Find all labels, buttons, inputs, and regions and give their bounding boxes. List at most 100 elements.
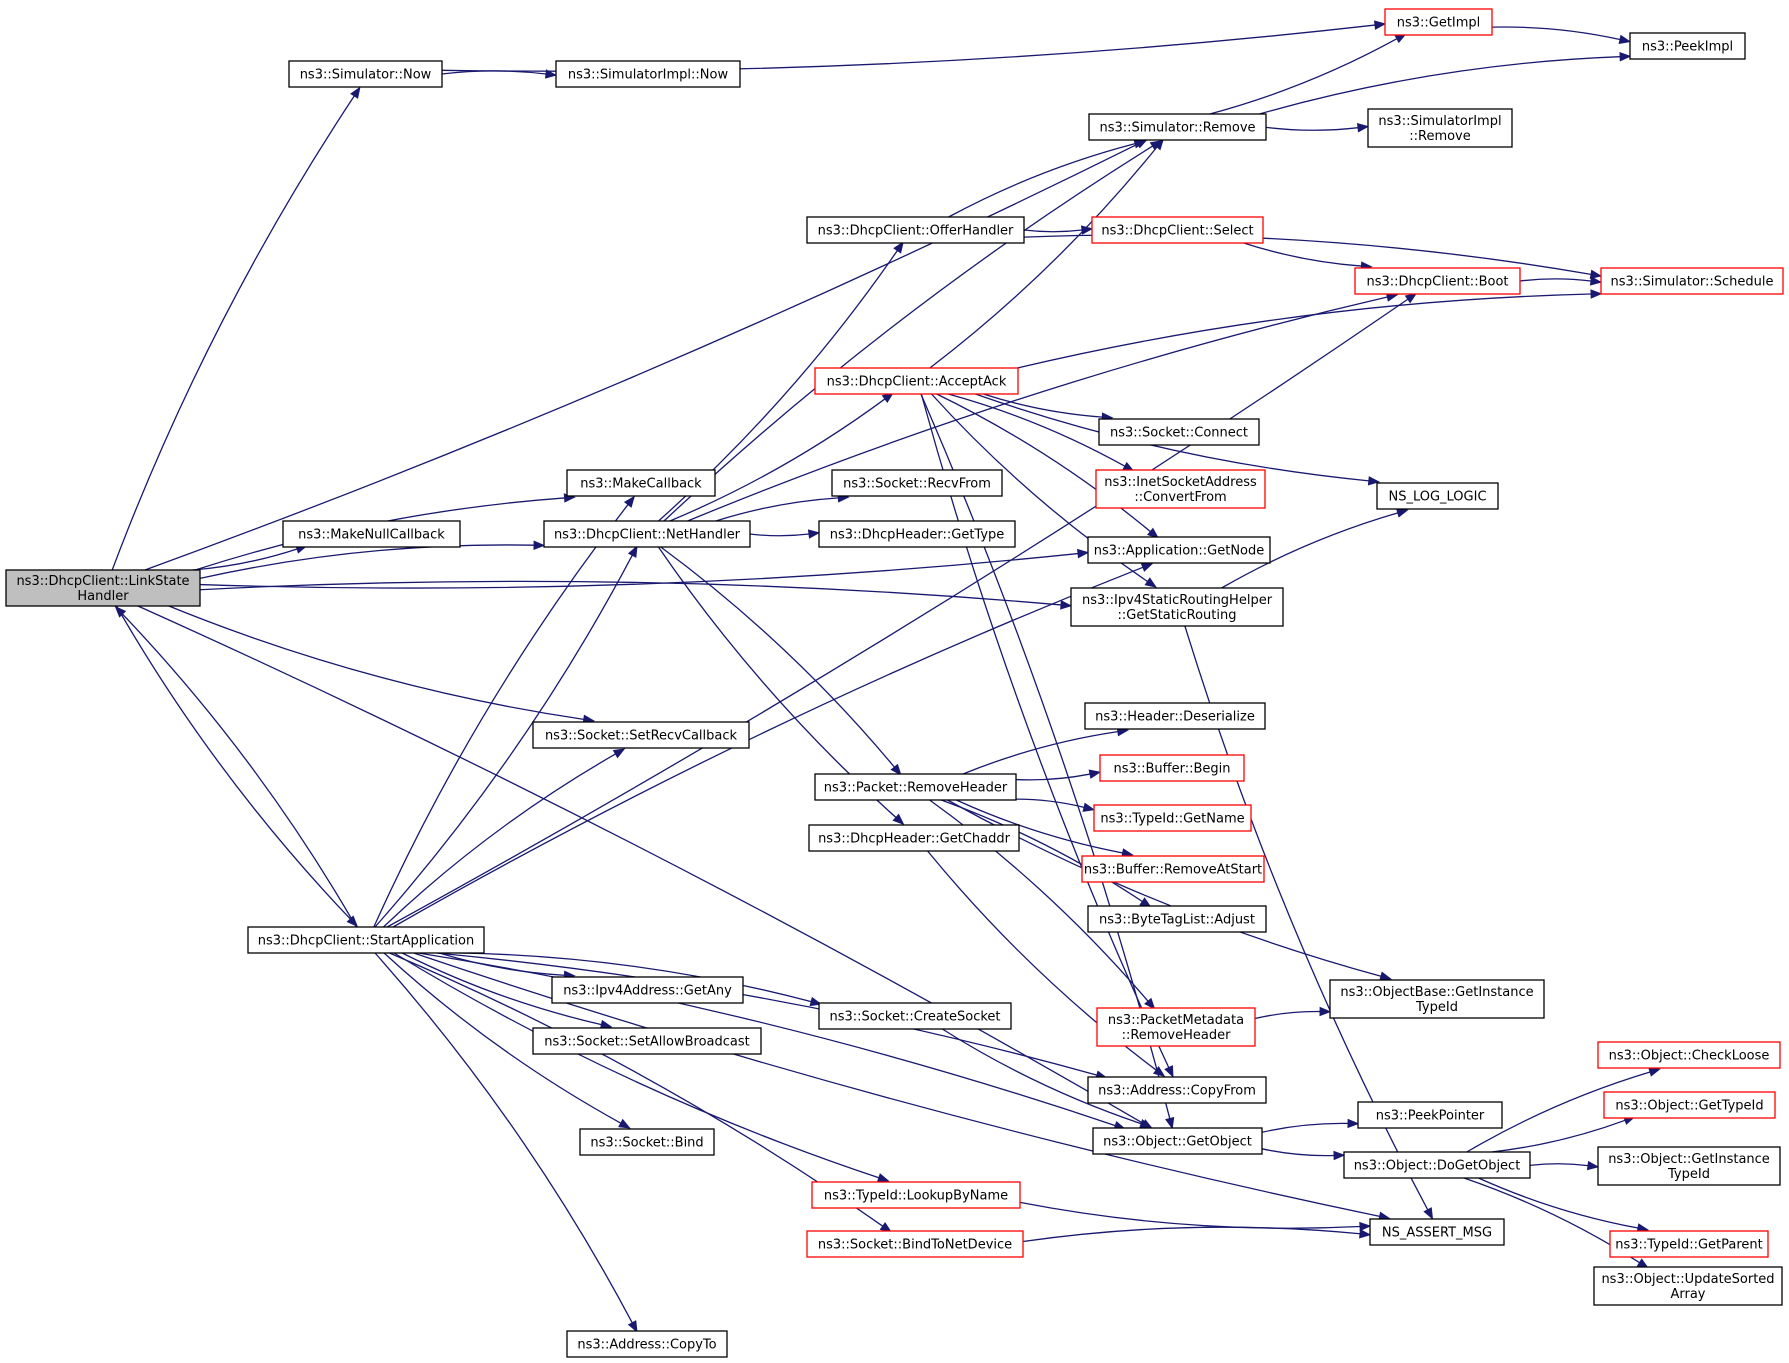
edge-line [715,497,839,522]
node-box [1096,1007,1256,1047]
node-label: ns3::DhcpClient::LinkState [16,574,189,589]
node-makecb[interactable]: ns3::MakeCallback [566,469,716,497]
edge-arrowhead [533,540,546,550]
node-copyfrom[interactable]: ns3::Address::CopyFrom [1087,1076,1267,1104]
edge-line [393,952,880,1179]
edge-nethandler-to-boot [687,292,1399,522]
node-adjust[interactable]: ns3::ByteTagList::Adjust [1087,905,1267,933]
edge-startapp-to-lookup [393,952,890,1183]
node-inetconv[interactable]: ns3::InetSocketAddress::ConvertFrom [1095,469,1266,509]
node-deser[interactable]: ns3::Header::Deserialize [1084,702,1266,730]
node-label: ns3::DhcpClient::NetHandler [554,528,741,543]
node-bindnet[interactable]: ns3::Socket::BindToNetDevice [806,1230,1024,1258]
node-connect[interactable]: ns3::Socket::Connect [1098,418,1260,446]
node-copyto[interactable]: ns3::Address::CopyTo [566,1330,728,1358]
node-getobject[interactable]: ns3::Object::GetObject [1092,1127,1263,1155]
node-lookup[interactable]: ns3::TypeId::LookupByName [811,1181,1021,1209]
node-box [5,569,201,607]
node-getstatic[interactable]: ns3::Ipv4StaticRoutingHelper::GetStaticR… [1070,587,1284,627]
node-nslog[interactable]: NS_LOG_LOGIC [1376,482,1499,510]
edge-line [199,580,1062,606]
node-objgettypeid[interactable]: ns3::Object::GetTypeId [1603,1091,1776,1119]
node-createsocket[interactable]: ns3::Socket::CreateSocket [818,1002,1012,1030]
node-pmremove[interactable]: ns3::PacketMetadata::RemoveHeader [1096,1007,1256,1047]
node-label: ns3::Object::CheckLoose [1609,1049,1770,1064]
node-accept[interactable]: ns3::DhcpClient::AcceptAck [814,367,1019,395]
node-checkloose[interactable]: ns3::Object::CheckLoose [1597,1041,1781,1069]
node-removeheader[interactable]: ns3::Packet::RemoveHeader [814,773,1017,801]
node-peekimpl[interactable]: ns3::PeekImpl [1629,32,1746,60]
edge-arrowhead [1590,289,1603,299]
edge-nethandler-to-recvfrom [715,493,850,522]
edge-linkstate-to-nethandler [199,540,546,580]
node-box [551,976,744,1004]
node-setrecv[interactable]: ns3::Socket::SetRecvCallback [532,721,750,749]
node-label: ns3::Socket::BindToNetDevice [818,1238,1012,1253]
edge-simremove-to-peekimpl [1259,51,1632,115]
node-setallow[interactable]: ns3::Socket::SetAllowBroadcast [532,1027,762,1055]
edge-line [192,548,298,571]
node-box [1597,1146,1781,1186]
node-label: ns3::Socket::SetRecvCallback [545,729,738,744]
node-box [811,1181,1021,1209]
node-box [566,469,716,497]
edge-line [1261,1122,1349,1133]
edge-arrowhead [1367,476,1381,486]
edge-accept-to-schedule [1017,289,1603,369]
node-typeidname[interactable]: ns3::TypeId::GetName [1093,804,1252,832]
node-box [282,520,461,548]
node-simimplremove[interactable]: ns3::SimulatorImpl::Remove [1367,108,1513,148]
node-box [1600,267,1784,295]
edge-line [1015,773,1091,781]
node-dogetobject[interactable]: ns3::Object::DoGetObject [1343,1151,1531,1179]
node-simremove[interactable]: ns3::Simulator::Remove [1088,113,1267,141]
edge-boot-to-schedule [1519,276,1603,286]
edge-arrowhead [1589,276,1603,286]
edge-getimpl-to-peekimpl [1491,26,1632,45]
node-getchaddr[interactable]: ns3::DhcpHeader::GetChaddr [808,824,1020,852]
node-box [831,469,1003,497]
node-getparent[interactable]: ns3::TypeId::GetParent [1609,1230,1769,1258]
edge-select-to-boot [1243,242,1373,271]
node-recvfrom[interactable]: ns3::Socket::RecvFrom [831,469,1003,497]
edge-removeheader-to-deser [962,727,1130,775]
node-label: NS_ASSERT_MSG [1382,1226,1492,1241]
node-boot[interactable]: ns3::DhcpClient::Boot [1354,267,1521,295]
node-bufbegin[interactable]: ns3::Buffer::Begin [1099,754,1245,782]
edge-line [749,533,810,537]
node-startapp[interactable]: ns3::DhcpClient::StartApplication [247,926,485,954]
node-box [814,367,1019,395]
node-select[interactable]: ns3::DhcpClient::Select [1091,216,1264,244]
node-box [1357,1101,1503,1129]
node-box [555,60,741,88]
node-bufremove[interactable]: ns3::Buffer::RemoveAtStart [1081,855,1265,883]
edge-line [929,799,1149,1002]
edge-arrowhead [114,605,127,618]
node-makenull[interactable]: ns3::MakeNullCallback [282,520,461,548]
node-gettype[interactable]: ns3::DhcpHeader::GetType [818,520,1016,548]
node-bind[interactable]: ns3::Socket::Bind [579,1128,715,1156]
edge-arrowhead [1164,1065,1174,1078]
node-simnow[interactable]: ns3::Simulator::Now [288,60,443,88]
node-box [1099,754,1245,782]
node-offer[interactable]: ns3::DhcpClient::OfferHandler [806,216,1025,244]
edge-line [663,145,1153,522]
edge-arrowhead [1146,527,1160,539]
node-peekptr[interactable]: ns3::PeekPointer [1357,1101,1503,1129]
node-getany[interactable]: ns3::Ipv4Address::GetAny [551,976,744,1004]
edge-pmremove-to-objbase [1254,1006,1332,1020]
node-assert[interactable]: NS_ASSERT_MSG [1369,1218,1505,1246]
edge-startapp-to-setrecv [382,748,626,928]
edge-startapp-to-linkstate [114,605,357,928]
edge-arrowhead [544,69,558,79]
node-getimpl[interactable]: ns3::GetImpl [1384,8,1493,36]
node-nethandler[interactable]: ns3::DhcpClient::NetHandler [543,520,751,548]
node-getnode[interactable]: ns3::Application::GetNode [1087,536,1271,564]
node-schedule[interactable]: ns3::Simulator::Schedule [1600,267,1784,295]
node-simimplnow[interactable]: ns3::SimulatorImpl::Now [555,60,741,88]
